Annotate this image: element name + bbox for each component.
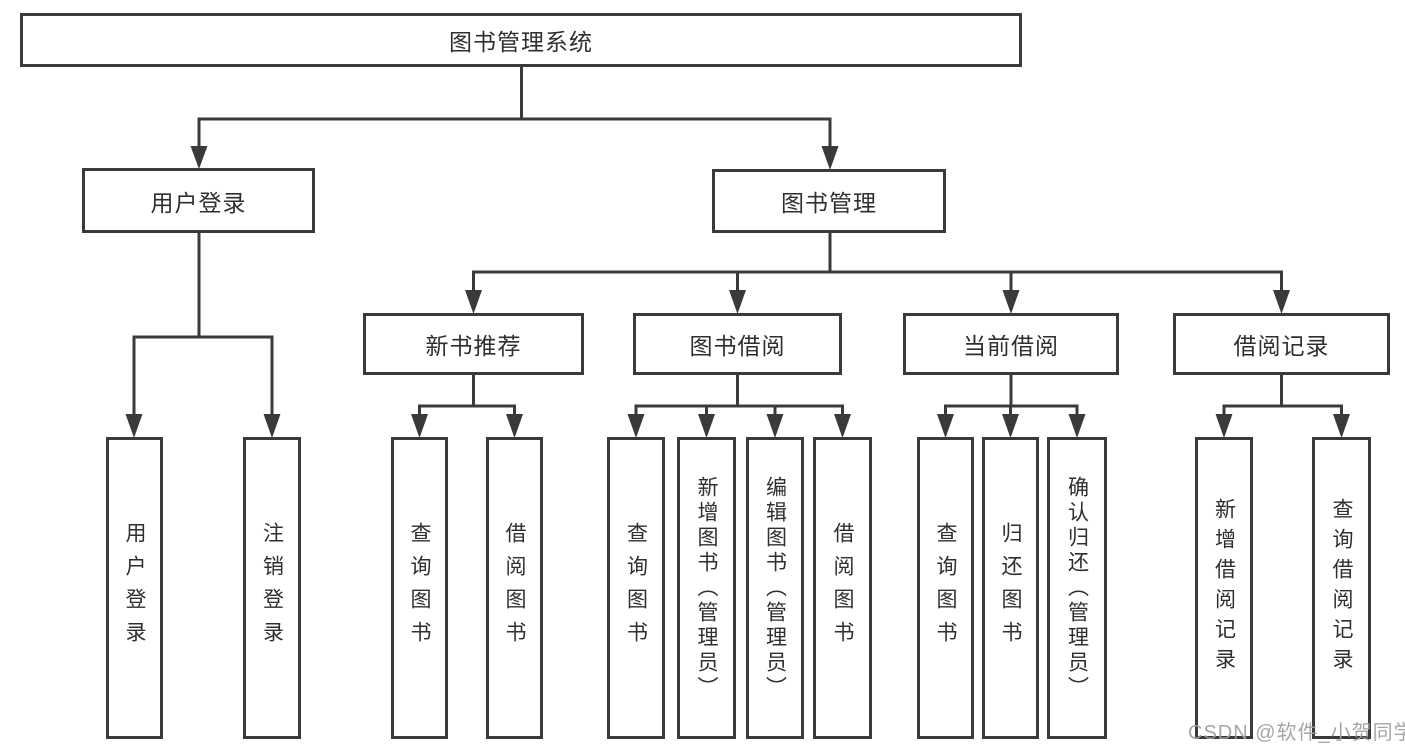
node-user-login-module: 用户登录 [82,168,315,233]
node-br-add-record-label: 新增借阅记录 [1212,498,1236,678]
node-bb-query-books-label: 查询图书 [624,522,648,654]
node-user-login-label: 用户登录 [123,522,146,654]
node-cb-confirm-return-admin: 确认归还（管理员） [1047,437,1107,739]
node-book-management-label: 图书管理 [781,190,877,216]
node-bb-borrow-books: 借阅图书 [813,437,872,739]
node-user-login: 用户登录 [106,437,163,739]
node-bb-borrow-books-label: 借阅图书 [831,522,854,654]
node-cb-confirm-return-admin-label: 确认归还（管理员） [1065,475,1089,701]
node-current-borrowing: 当前借阅 [903,313,1119,375]
node-library-system: 图书管理系统 [20,13,1022,67]
node-nb-borrow-books: 借阅图书 [486,437,543,739]
node-nb-query-books-label: 查询图书 [408,522,431,654]
node-cb-return-books: 归还图书 [982,437,1039,739]
node-borrowing-records-label: 借阅记录 [1233,333,1330,359]
node-bb-edit-books-admin: 编辑图书（管理员） [746,437,804,739]
node-bb-edit-books-admin-label: 编辑图书（管理员） [763,475,787,701]
node-bb-add-books-admin-label: 新增图书（管理员） [695,475,718,701]
node-new-book-recommend-label: 新书推荐 [425,333,522,359]
node-logout-label: 注销登录 [260,522,284,654]
csdn-watermark: CSDN @软件_小贺同学 [1188,722,1405,744]
node-logout: 注销登录 [243,437,301,739]
node-user-login-module-label: 用户登录 [150,189,247,216]
node-cb-return-books-label: 归还图书 [999,522,1022,654]
node-bb-add-books-admin: 新增图书（管理员） [677,437,736,739]
node-borrowing-records: 借阅记录 [1173,313,1390,375]
node-br-query-record: 查询借阅记录 [1312,437,1371,739]
node-current-borrowing-label: 当前借阅 [963,333,1059,359]
node-br-query-record-label: 查询借阅记录 [1330,498,1353,678]
node-bb-query-books: 查询图书 [607,437,665,739]
node-new-book-recommend: 新书推荐 [363,313,584,375]
node-library-system-label: 图书管理系统 [449,29,593,55]
node-nb-borrow-books-label: 借阅图书 [503,522,526,654]
node-book-borrowing-label: 图书借阅 [689,333,786,359]
node-book-borrowing: 图书借阅 [633,313,842,375]
node-cb-query-books: 查询图书 [917,437,974,739]
node-book-management: 图书管理 [712,169,946,233]
node-cb-query-books-label: 查询图书 [934,522,957,654]
node-br-add-record: 新增借阅记录 [1195,437,1253,739]
node-nb-query-books: 查询图书 [391,437,448,739]
